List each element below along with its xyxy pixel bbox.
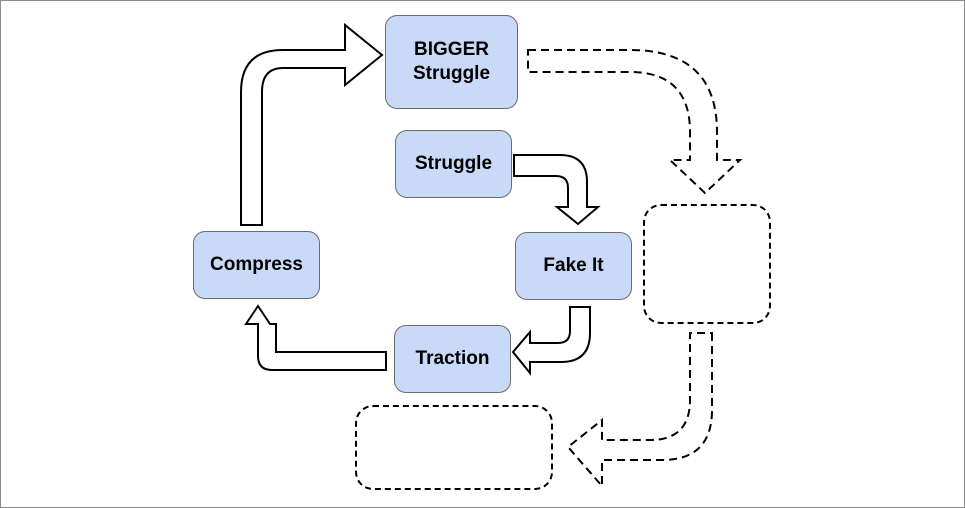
arrow-placeholder-to-bottom-placeholder — [566, 332, 713, 489]
node-bigger-struggle-line2: Struggle — [412, 63, 491, 84]
node-fake-it: Fake It — [515, 232, 632, 300]
node-placeholder-right — [643, 204, 771, 324]
node-bigger-struggle-line1: BIGGER — [414, 39, 489, 60]
arrow-struggle-to-fake-it — [513, 154, 601, 226]
arrow-bigger-struggle-to-placeholder — [527, 49, 743, 195]
node-bigger-struggle: BIGGER Struggle — [385, 15, 518, 109]
node-placeholder-bottom — [355, 405, 553, 490]
node-traction-label: Traction — [415, 348, 490, 369]
node-compress: Compress — [193, 231, 320, 299]
node-struggle: Struggle — [395, 130, 512, 198]
node-traction: Traction — [394, 325, 511, 393]
arrow-fake-it-to-traction — [511, 306, 591, 376]
node-compress-label: Compress — [210, 254, 303, 275]
arrow-compress-to-bigger-struggle — [240, 22, 384, 226]
node-fake-it-label: Fake It — [543, 255, 604, 276]
arrow-traction-to-compress — [244, 304, 387, 371]
node-struggle-label: Struggle — [414, 153, 493, 174]
